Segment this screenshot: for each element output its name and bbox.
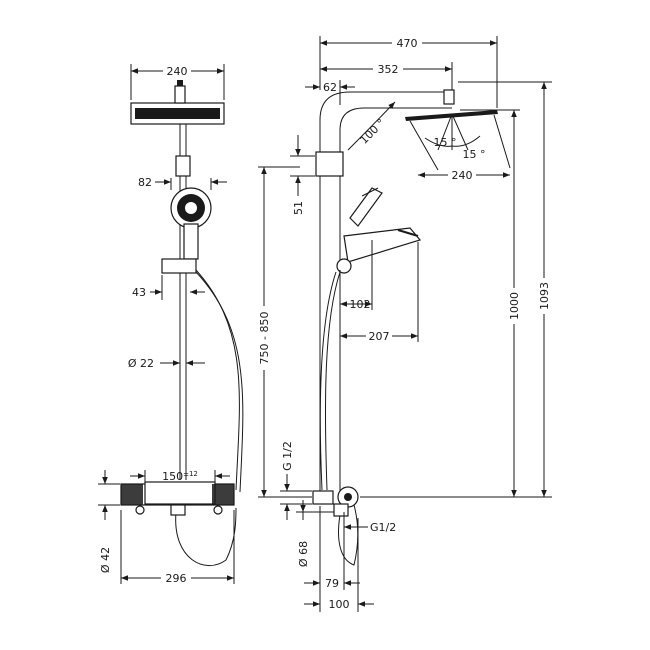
front-head-width-label: 240 [167, 65, 188, 78]
side-wall-offset-label: 100 [329, 598, 350, 611]
front-holder [161, 258, 197, 274]
side-tilt-b-label: 15 ° [463, 148, 486, 161]
thermostat-spacing-tolerance: ±12 [183, 470, 198, 478]
front-view: 240 82 43 Ø 22 150±12 Ø 42 296 [98, 64, 244, 585]
front-hand-shower-width-label: 82 [138, 176, 152, 189]
front-hand-shower [170, 187, 212, 260]
side-top-offset-label: 62 [323, 81, 337, 94]
side-thread-lower-label: G1/2 [370, 521, 396, 534]
side-head-shower [405, 89, 511, 171]
side-view: 470 352 62 100 ° 15 ° 15 ° 240 51 [256, 36, 552, 612]
thermostat-spacing-value: 150 [162, 470, 183, 483]
side-arm-total-label: 470 [397, 37, 418, 50]
front-holder-offset-label: 43 [132, 286, 146, 299]
side-thread-upper-label: G 1/2 [281, 441, 294, 471]
side-head-width-label: 240 [452, 169, 473, 182]
side-mixer-diameter-label: Ø 68 [297, 541, 310, 567]
side-tilt-a-label: 15 ° [434, 136, 457, 149]
side-hand-showers [336, 187, 422, 274]
front-rail-diameter-label: Ø 22 [128, 357, 154, 370]
side-total-height-label: 1093 [538, 282, 551, 310]
front-thermostat-spacing-label: 150±12 [162, 470, 198, 483]
side-height-range-label: 750 - 850 [258, 312, 271, 365]
side-mixer-depth-label: 79 [325, 577, 339, 590]
front-thermostat [120, 481, 235, 516]
side-arm-angle-label: 100 ° [357, 116, 387, 146]
front-thermostat-diameter-label: Ø 42 [99, 547, 112, 573]
side-riser-arm [319, 91, 452, 500]
front-thermostat-width-label: 296 [166, 572, 187, 585]
side-rail-height-label: 1000 [508, 292, 521, 320]
side-arm-reach-label: 352 [378, 63, 399, 76]
side-hand-reach-label: 207 [369, 330, 390, 343]
side-hand-depth-label: 102 [350, 298, 371, 311]
side-clamp-height-label: 51 [292, 201, 305, 215]
